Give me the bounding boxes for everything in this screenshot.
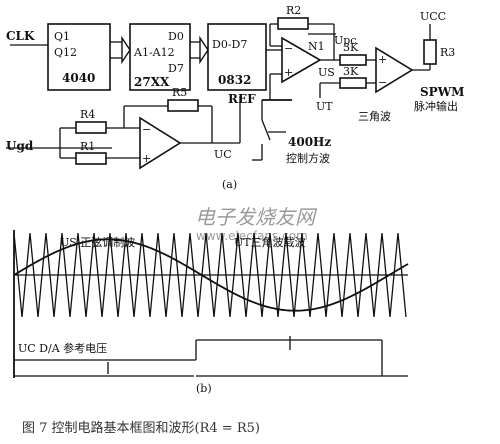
triangle-label: 三角波 — [358, 110, 391, 123]
spwm-out-label: 脉冲输出 — [414, 99, 458, 113]
bus2-arrow-icon — [199, 35, 209, 65]
resistor-3k-b-icon — [339, 77, 367, 89]
ut-label: UT — [316, 100, 333, 113]
counter-q12: Q12 — [54, 46, 77, 59]
ut-wave-label: UT三角波载波 — [234, 236, 306, 249]
uc-wave-label: UC D/A 参考电压 — [18, 341, 107, 355]
switch-desc-label: 控制方波 — [286, 151, 330, 165]
r1-label: R1 — [80, 140, 95, 153]
eprom-addr: A1-A12 — [133, 46, 175, 59]
spwm-label: SPWM — [420, 85, 464, 99]
sine-wave-icon — [13, 238, 409, 312]
clk-label: CLK — [6, 29, 35, 43]
watermark-url: www.elecfans.com — [196, 229, 308, 243]
svg-text:+: + — [378, 53, 387, 66]
eprom-part: 27XX — [134, 75, 170, 89]
us-wave-label: US 正弦调制波 — [60, 235, 135, 249]
ugd-label: Ugd — [6, 139, 34, 153]
eprom-d0: D0 — [168, 30, 184, 43]
us-label: US — [318, 66, 335, 79]
resistor-3k-a-icon — [339, 54, 367, 66]
counter-q1: Q1 — [54, 30, 70, 43]
resistor-r3-icon — [423, 39, 437, 65]
svg-text:+: + — [142, 152, 151, 165]
r3-label: R3 — [440, 46, 455, 59]
r3k-b-label: 3K — [343, 65, 359, 78]
resistor-r1-icon — [75, 152, 107, 165]
figure-caption: 图 7 控制电路基本框图和波形(R4 = R5) — [22, 420, 260, 436]
resistor-r2-icon — [277, 17, 309, 30]
switch-icon — [261, 119, 271, 141]
dac-part: 0832 — [218, 73, 251, 87]
label-b: (b) — [196, 382, 212, 395]
dac-ref: REF — [228, 92, 256, 106]
schematic: CLK Q1 Q12 4040 D0 A1-A12 D7 27XX D0-D7 … — [6, 4, 464, 191]
svg-text:−: − — [284, 42, 293, 55]
ucc-label: UCC — [420, 10, 446, 23]
r2-label: R2 — [286, 4, 301, 17]
triangle-wave-icon — [13, 232, 407, 318]
switch-freq-label: 400Hz — [288, 135, 331, 149]
resistor-r5-icon — [167, 99, 199, 112]
uc-label: UC — [214, 148, 232, 161]
r3k-a-label: 3K — [343, 41, 359, 54]
counter-part: 4040 — [62, 71, 95, 85]
label-a: (a) — [222, 178, 237, 191]
op-amp-n1-icon — [281, 36, 322, 84]
dac-block — [207, 23, 267, 91]
n1-label: N1 — [308, 40, 325, 53]
r4-label: R4 — [80, 108, 95, 121]
watermark-main: 电子发烧友网 — [195, 205, 318, 229]
eprom-d7: D7 — [168, 62, 184, 75]
op-amp-inverting-icon — [139, 116, 182, 170]
counter-block — [47, 23, 111, 91]
eprom-block — [129, 23, 191, 91]
r5-label: R5 — [172, 86, 187, 99]
svg-text:−: − — [378, 76, 387, 89]
bus-arrow-icon — [121, 35, 131, 65]
svg-text:−: − — [142, 123, 151, 136]
upc-label: Upc — [334, 34, 356, 47]
dac-data: D0-D7 — [212, 38, 247, 51]
comparator-icon — [375, 46, 414, 94]
resistor-r4-icon — [75, 121, 107, 134]
svg-text:+: + — [284, 66, 293, 79]
waveform: US 正弦调制波 UT三角波载波 UC D/A 参考电压 (b) — [13, 230, 409, 395]
